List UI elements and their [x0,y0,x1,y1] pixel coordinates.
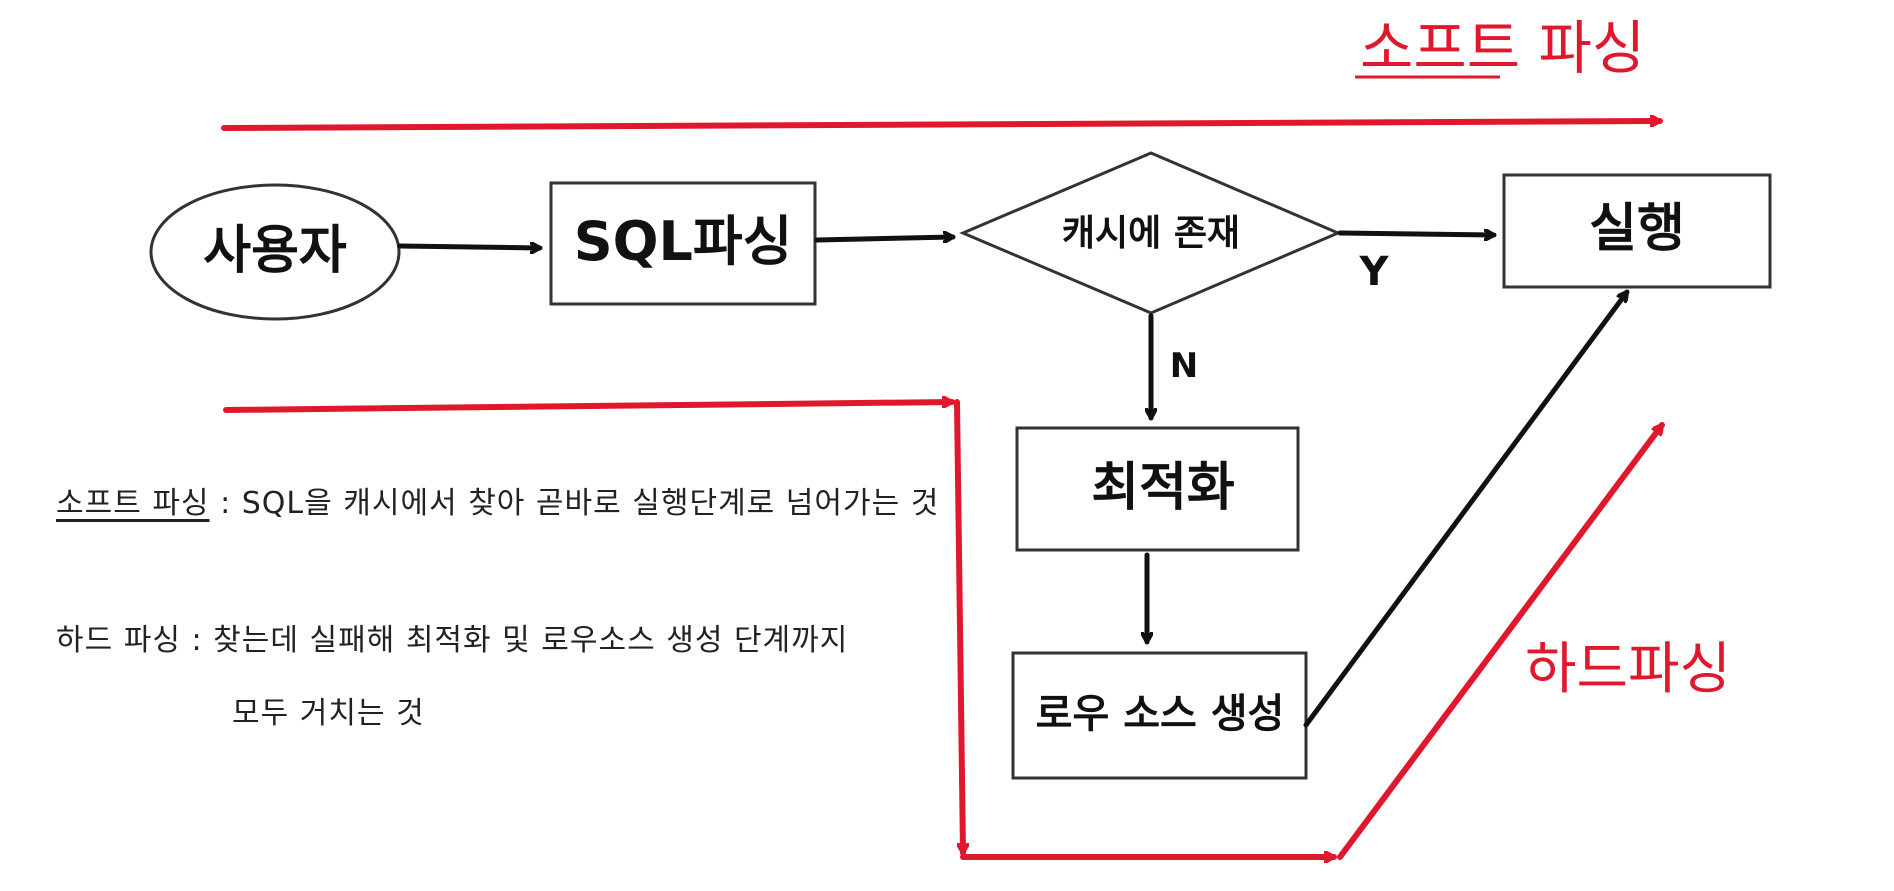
arrow-sql-to-cache [814,237,956,240]
execute-label: 실행 [1589,199,1685,259]
optimize-label: 최적화 [1091,458,1235,518]
hard-parsing-note: 하드 파싱 : 찾는데 실패해 최적화 및 로우소스 생성 단계까지 [56,615,848,659]
optimize-node [1015,426,1300,552]
user-node [149,183,401,321]
soft-parsing-note-separator: : [220,486,232,521]
edge-label-no: N [1170,346,1198,386]
hard-parsing-arrow-down [954,399,963,856]
arrow-user-to-sql [397,246,543,248]
hard-parsing-note-continued: 모두 거치는 것 [232,688,425,732]
soft-parsing-note-text: SQL을 캐시에서 찾아 곧바로 실행단계로 넘어가는 것 [241,486,940,521]
row-source-node [1011,651,1308,780]
sql-parsing-label: SQL파싱 [574,210,793,273]
hard-parsing-title: 하드파싱 [1525,637,1731,702]
hard-parsing-note-text-line2: 모두 거치는 것 [232,696,425,731]
edge-label-yes: Y [1359,249,1390,295]
arrow-rowsource-to-execute [1303,289,1630,728]
sql-parsing-node [549,181,817,306]
cache-check-label: 캐시에 존재 [1062,213,1240,254]
hard-parsing-arrow-up [1337,422,1665,860]
user-label: 사용자 [203,221,347,281]
hard-parsing-arrow-top [223,402,955,413]
arrow-cache-to-execute [1337,233,1497,235]
soft-parsing-title: 소프트 파싱 [1360,14,1645,82]
row-source-label: 로우 소스 생성 [1036,691,1285,737]
hard-parsing-note-text-line1: 찾는데 실패해 최적화 및 로우소스 생성 단계까지 [213,623,849,658]
execute-node [1502,173,1772,289]
soft-parsing-arrow [221,121,1663,131]
hard-parsing-note-term: 하드 파싱 [56,623,181,658]
hard-parsing-note-separator: : [191,623,203,658]
soft-parsing-note-term: 소프트 파싱 [56,486,210,521]
soft-parsing-note: 소프트 파싱 : SQL을 캐시에서 찾아 곧바로 실행단계로 넘어가는 것 [56,478,939,522]
cache-check-node [959,151,1342,315]
